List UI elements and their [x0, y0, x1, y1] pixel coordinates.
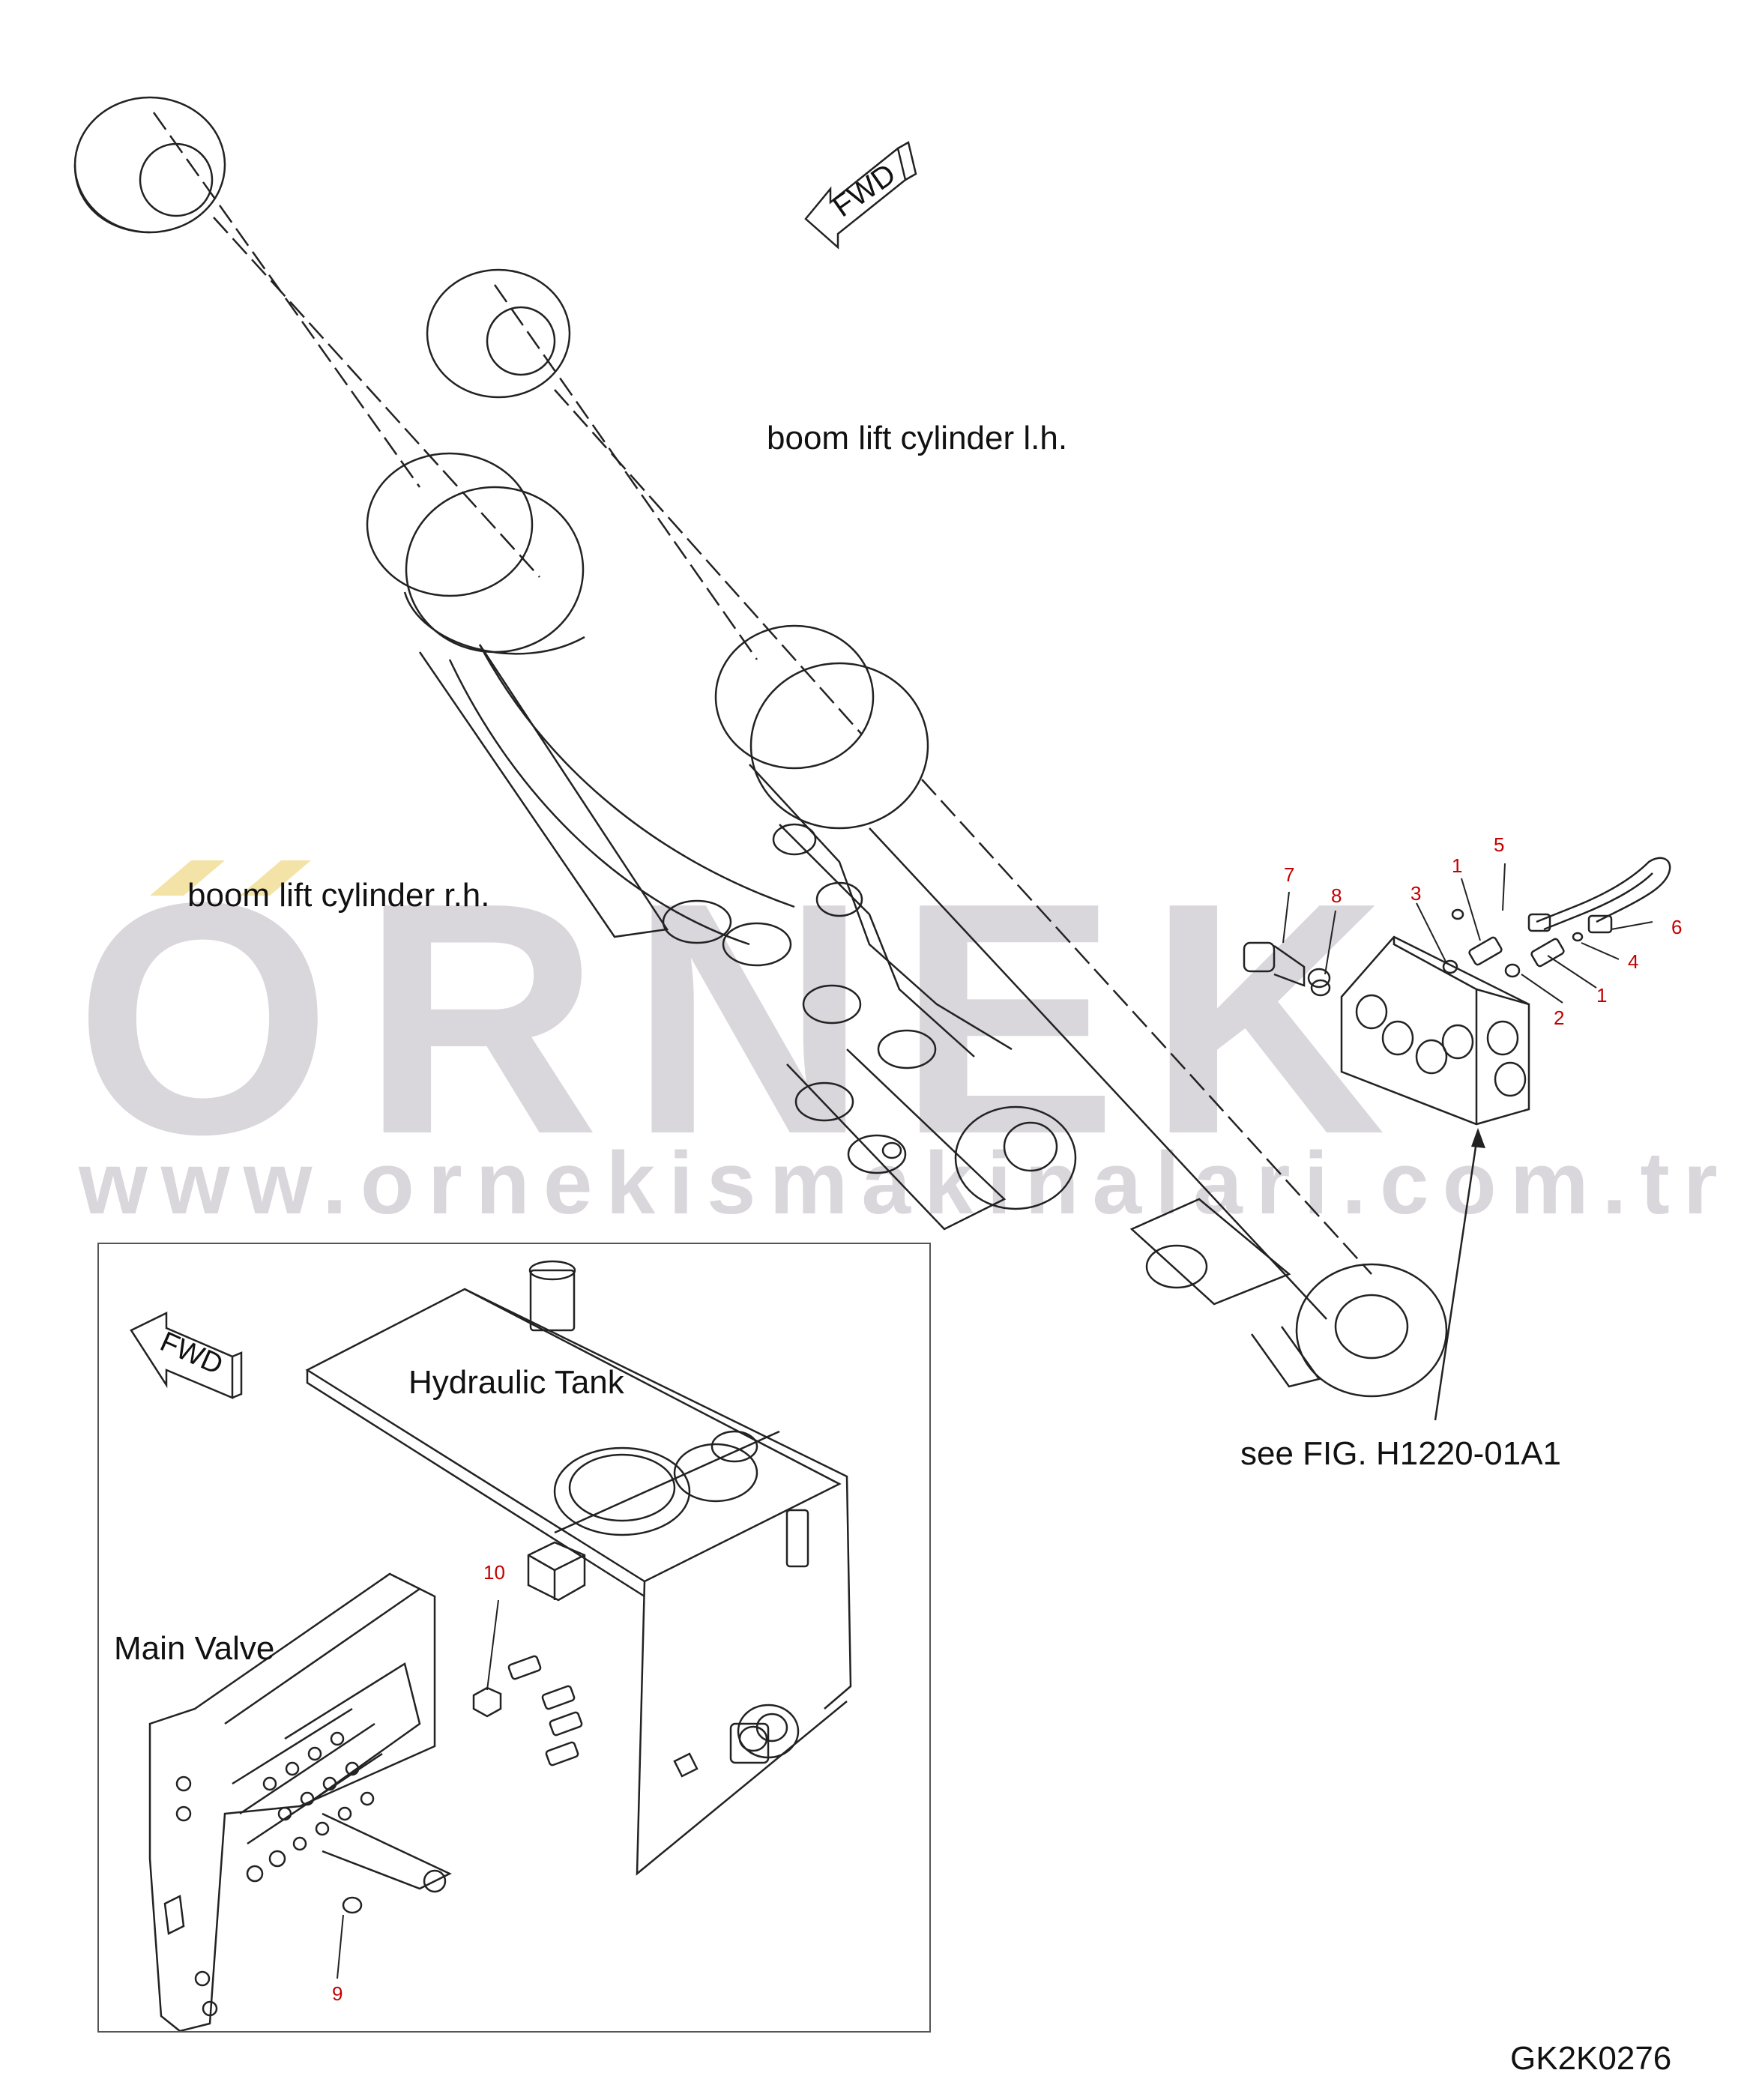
watermark-accent-mark — [150, 860, 225, 896]
o-ring — [1442, 959, 1458, 974]
label-boom-cylinder-rh: boom lift cylinder r.h. — [187, 877, 490, 914]
bolt-set — [472, 1655, 583, 1766]
boom-cylinder-lh — [426, 268, 1448, 1398]
reference-arrow — [1434, 1131, 1479, 1421]
o-ring — [1451, 908, 1464, 920]
leader-lines — [1282, 863, 1653, 1004]
label-hydraulic-tank: Hydraulic Tank — [408, 1364, 624, 1401]
leader-line-10 — [486, 1599, 499, 1691]
callout-8: 8 — [1331, 884, 1342, 907]
callout-2: 2 — [1554, 1007, 1565, 1029]
watermark-url: www.ornekismakinalari.com.tr — [79, 1134, 1731, 1233]
callout-5: 5 — [1494, 833, 1505, 856]
pressure-switch — [1243, 941, 1331, 997]
callout-1: 1 — [1596, 984, 1608, 1007]
hose — [1527, 857, 1671, 934]
watermark-accent-mark — [240, 860, 311, 896]
callout-1: 1 — [1452, 854, 1463, 877]
drawing-code: GK2K0276 — [1510, 2040, 1672, 2077]
leader-line-9 — [337, 1914, 344, 1979]
fwd-arrow-inset — [130, 1311, 243, 1399]
adapter-fitting — [1468, 936, 1565, 968]
boom-cylinder-rh — [73, 96, 1077, 1231]
valve-block — [1340, 935, 1530, 1126]
callout-4: 4 — [1628, 950, 1639, 973]
watermark-brand: ORNEK — [75, 835, 1416, 1203]
callout-6: 6 — [1671, 916, 1683, 938]
label-boom-cylinder-lh: boom lift cylinder l.h. — [767, 420, 1068, 456]
callout-9: 9 — [332, 1982, 343, 2005]
fwd-arrow-main — [804, 141, 917, 250]
main-valve-assembly — [148, 1572, 452, 2033]
callout-7: 7 — [1284, 863, 1295, 886]
label-see-figure: see FIG. H1220-01A1 — [1240, 1435, 1562, 1472]
inset-frame — [97, 1243, 931, 2033]
hydraulic-tank — [305, 1260, 852, 1876]
pressure-switch-block — [527, 1541, 586, 1602]
callout-3: 3 — [1410, 882, 1422, 905]
callout-10: 10 — [483, 1561, 505, 1584]
o-ring — [1504, 963, 1521, 978]
o-ring — [1572, 932, 1584, 942]
label-main-valve: Main Valve — [114, 1630, 275, 1667]
reference-arrow-head — [1471, 1128, 1485, 1148]
